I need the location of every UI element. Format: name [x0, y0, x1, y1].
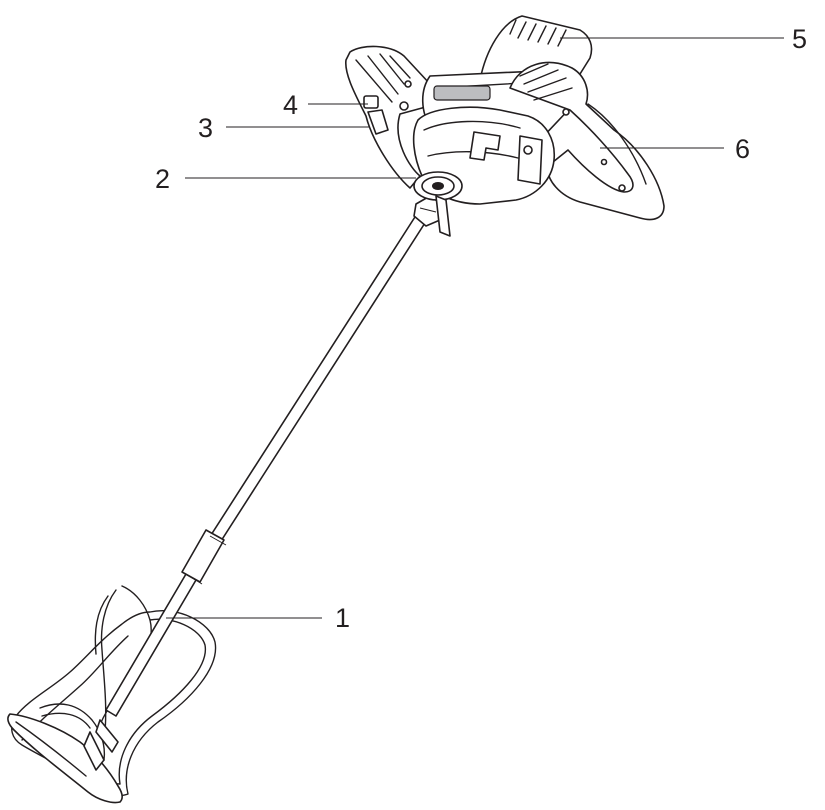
mixer-body	[345, 15, 665, 237]
callout-number-2: 2	[155, 164, 170, 194]
mixing-paddle	[7, 585, 217, 804]
callout-number-6: 6	[735, 134, 750, 164]
mixing-shaft	[105, 195, 445, 717]
callout-number-5: 5	[792, 24, 807, 54]
callout-leaders	[166, 37, 784, 619]
callout-number-1: 1	[335, 603, 350, 633]
callout-number-3: 3	[198, 113, 213, 143]
callout-numbers: 1 2 3 4 5 6	[155, 24, 807, 633]
callout-number-4: 4	[283, 90, 298, 120]
